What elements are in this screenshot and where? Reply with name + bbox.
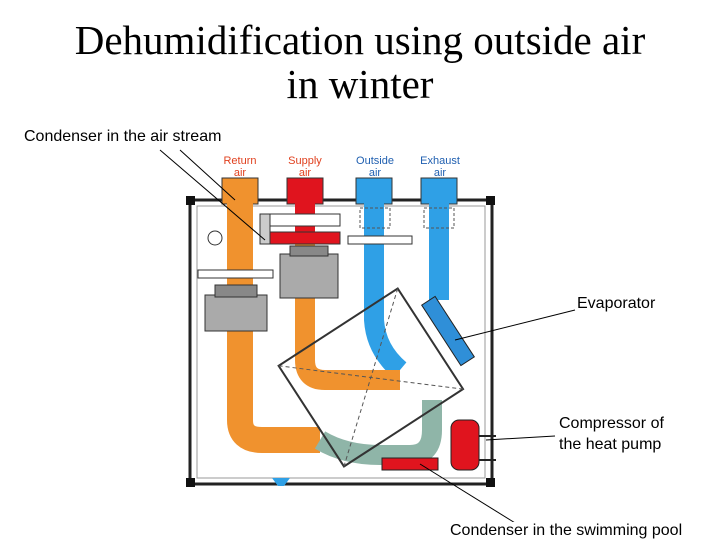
evaporator-coil [420, 295, 476, 367]
drain [272, 478, 290, 486]
page-title: Dehumidification using outside air in wi… [0, 18, 720, 106]
leader-lines [159, 149, 576, 527]
outside-air-stream [364, 190, 407, 378]
col-return-line1: Return [223, 155, 256, 167]
dampers [207, 207, 455, 246]
mixed-air-path [314, 400, 442, 465]
callout-compressor-line-1: Compressor of [559, 415, 664, 432]
col-exhaust-line1: Exhaust [420, 155, 460, 167]
supply-red-section [295, 185, 315, 235]
col-supply-line2: air [299, 167, 312, 179]
return-air-stream [227, 190, 320, 453]
callout-condenser-air-stream: Condenser in the air stream [24, 128, 222, 146]
col-outside-line1: Outside [356, 155, 394, 167]
supply-air-stream [295, 190, 400, 390]
column-labels: Return air Supply air Outside air Exhaus… [223, 155, 459, 179]
filters [197, 235, 413, 279]
heat-exchanger [277, 287, 465, 468]
col-outside-line2: air [369, 167, 382, 179]
col-return-line2: air [234, 167, 247, 179]
pool-condenser [381, 457, 439, 471]
compressor [450, 419, 496, 471]
title-line-2: in winter [286, 61, 434, 107]
unit-casing [186, 196, 495, 487]
title-line-1: Dehumidification using outside air [74, 17, 646, 63]
air-condenser-coil [259, 213, 341, 245]
callout-compressor-line-2: the heat pump [559, 436, 662, 453]
callout-condenser-pool: Condenser in the swimming pool [450, 522, 683, 540]
col-exhaust-line2: air [434, 167, 447, 179]
callout-evaporator: Evaporator [577, 295, 656, 313]
fans [204, 245, 339, 332]
callout-compressor: Compressor of the heat pump [559, 413, 664, 455]
col-supply-line1: Supply [288, 155, 322, 167]
